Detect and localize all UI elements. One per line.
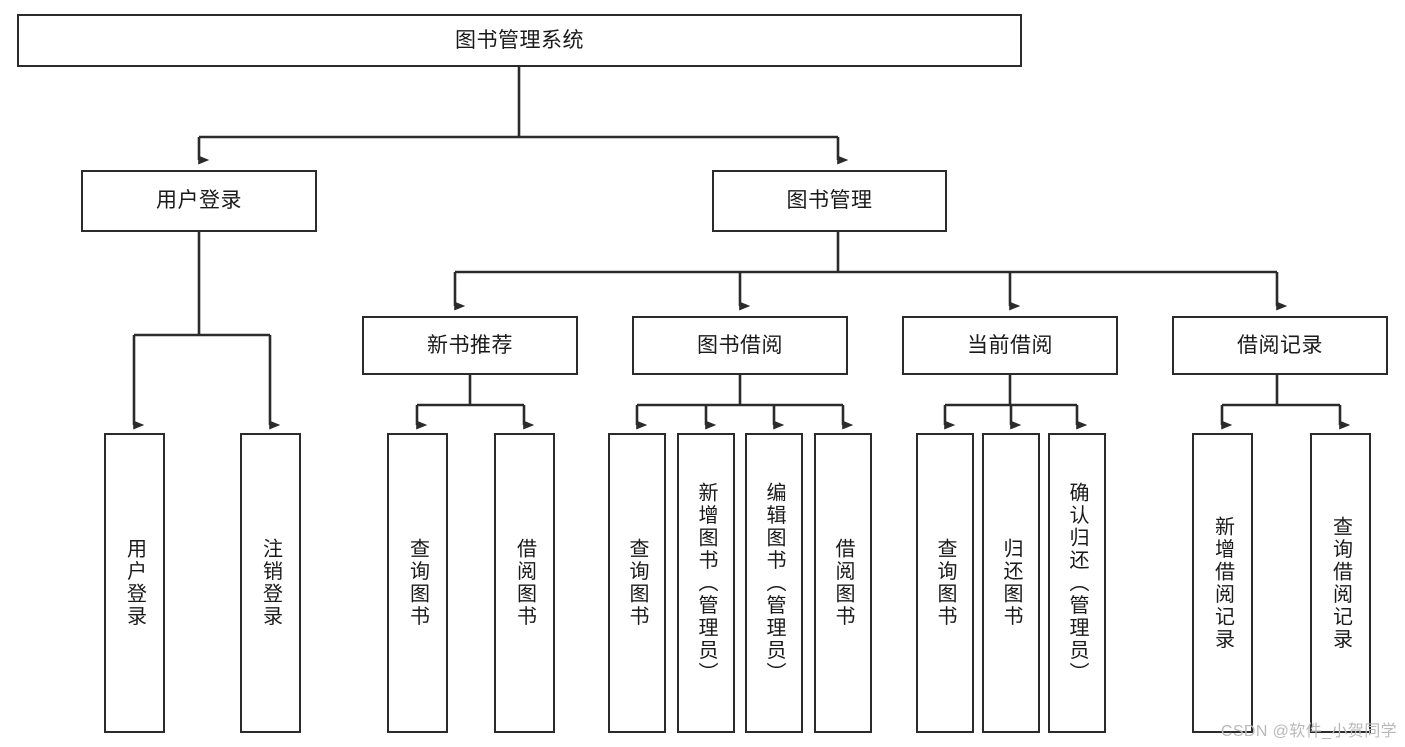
node-book-management[interactable]: 图书管理 (712, 170, 947, 232)
node-leaf-borrow-query-book[interactable]: 查询图书 (608, 433, 666, 733)
node-borrow-record[interactable]: 借阅记录 (1172, 316, 1388, 375)
node-leaf-logout[interactable]: 注销登录 (240, 433, 301, 733)
node-leaf-borrow-edit-book-label: 编辑图书（管理员） (763, 481, 785, 685)
node-root[interactable]: 图书管理系统 (17, 14, 1022, 67)
node-leaf-record-add-label: 新增借阅记录 (1211, 515, 1234, 651)
node-current-borrow-label: 当前借阅 (967, 333, 1053, 357)
node-leaf-record-query[interactable]: 查询借阅记录 (1310, 433, 1371, 733)
node-leaf-newbook-borrow-book-label: 借阅图书 (513, 538, 536, 628)
node-leaf-record-add[interactable]: 新增借阅记录 (1192, 433, 1253, 733)
node-leaf-current-confirm-return-label: 确认归还（管理员） (1066, 481, 1088, 685)
node-leaf-current-return-book-label: 归还图书 (1000, 538, 1022, 628)
node-borrow-record-label: 借阅记录 (1237, 333, 1323, 357)
node-leaf-borrow-edit-book[interactable]: 编辑图书（管理员） (745, 433, 803, 733)
node-new-book-recommend[interactable]: 新书推荐 (362, 316, 578, 375)
node-leaf-user-login[interactable]: 用户登录 (104, 433, 165, 733)
node-leaf-borrow-query-book-label: 查询图书 (626, 538, 648, 628)
node-user-login[interactable]: 用户登录 (81, 170, 317, 232)
node-leaf-current-return-book[interactable]: 归还图书 (982, 433, 1040, 733)
node-book-management-label: 图书管理 (786, 189, 873, 213)
node-user-login-label: 用户登录 (156, 189, 242, 213)
node-new-book-recommend-label: 新书推荐 (427, 333, 513, 357)
node-book-borrow[interactable]: 图书借阅 (632, 316, 848, 375)
node-leaf-current-query-book[interactable]: 查询图书 (916, 433, 974, 733)
node-leaf-current-query-book-label: 查询图书 (934, 538, 956, 628)
node-leaf-user-login-label: 用户登录 (123, 538, 146, 628)
node-leaf-logout-label: 注销登录 (259, 538, 282, 628)
node-leaf-newbook-query-book[interactable]: 查询图书 (387, 433, 448, 733)
node-book-borrow-label: 图书借阅 (697, 333, 783, 357)
node-leaf-borrow-add-book[interactable]: 新增图书（管理员） (677, 433, 735, 733)
node-root-label: 图书管理系统 (455, 28, 584, 52)
node-leaf-borrow-borrow-book-label: 借阅图书 (832, 538, 854, 628)
node-leaf-newbook-query-book-label: 查询图书 (406, 538, 429, 628)
node-current-borrow[interactable]: 当前借阅 (902, 316, 1118, 375)
node-leaf-newbook-borrow-book[interactable]: 借阅图书 (494, 433, 555, 733)
node-leaf-current-confirm-return[interactable]: 确认归还（管理员） (1048, 433, 1106, 733)
node-leaf-record-query-label: 查询借阅记录 (1329, 515, 1352, 651)
node-leaf-borrow-borrow-book[interactable]: 借阅图书 (814, 433, 872, 733)
watermark: CSDN @软件_小贺同学 (1220, 723, 1397, 740)
node-leaf-borrow-add-book-label: 新增图书（管理员） (695, 481, 717, 685)
